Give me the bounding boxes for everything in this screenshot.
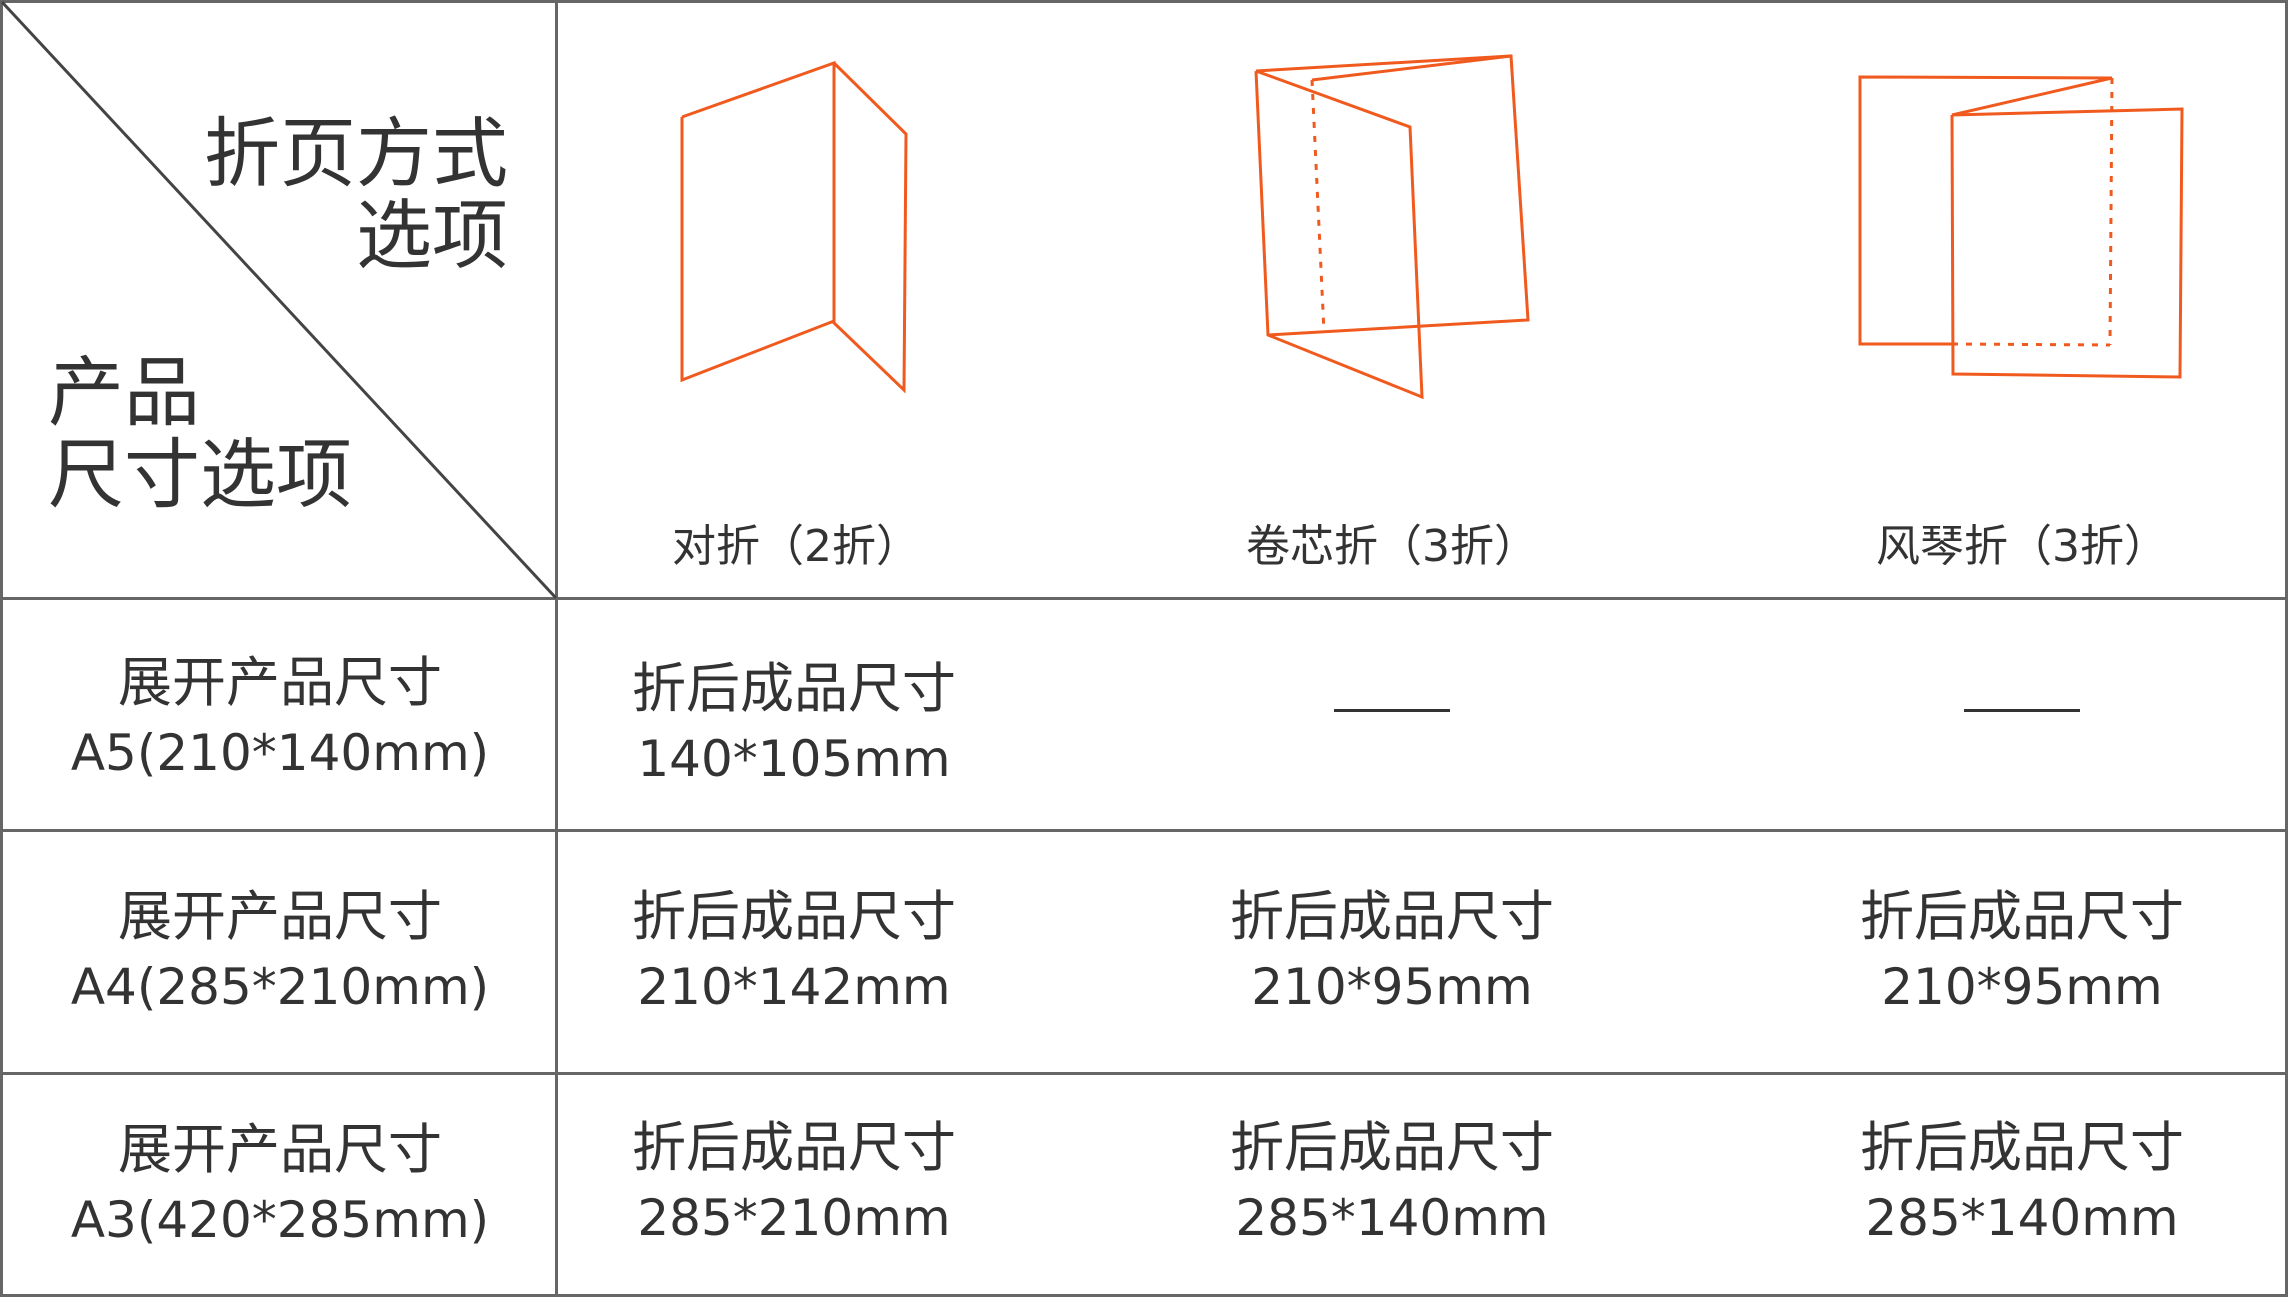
fold-method-title: 折页方式 选项	[204, 113, 508, 277]
row-divider-2	[0, 829, 2288, 832]
row-a4-size: 展开产品尺寸 A4(285*210mm)	[70, 885, 490, 1016]
fold-option-label-roll: 卷芯折（3折）	[1246, 521, 1538, 572]
column-divider	[555, 0, 558, 1297]
row-a3-accordion-fold: 折后成品尺寸 285*140mm	[1860, 1116, 2184, 1247]
row-a4-roll-fold: 折后成品尺寸 210*95mm	[1230, 885, 1554, 1016]
row-a3-bi-fold: 折后成品尺寸 285*210mm	[632, 1116, 956, 1247]
table-border-top	[0, 0, 2288, 3]
table-border-bottom	[0, 1294, 2288, 1297]
fold-option-label-bi: 对折（2折）	[672, 521, 920, 572]
fold-method-title-line2: 选项	[356, 191, 508, 280]
row-a5-bi-fold: 折后成品尺寸 140*105mm	[632, 657, 956, 788]
roll-fold-icon	[1254, 54, 1530, 400]
size-option-title-line2: 尺寸选项	[48, 430, 352, 519]
table-border-right	[2285, 0, 2288, 1297]
header-diagonal	[0, 0, 558, 600]
row-a5-size: 展开产品尺寸 A5(210*140mm)	[70, 651, 490, 782]
row-a3-roll-fold: 折后成品尺寸 285*140mm	[1230, 1116, 1554, 1247]
size-option-title: 产品 尺寸选项	[48, 352, 352, 516]
row-a3-size: 展开产品尺寸 A3(420*285mm)	[70, 1118, 490, 1249]
row-divider-3	[0, 1072, 2288, 1075]
table-border-left	[0, 0, 3, 1297]
bi-fold-icon	[680, 60, 908, 394]
size-option-title-line1: 产品	[48, 348, 200, 437]
row-divider-1	[0, 597, 2288, 600]
accordion-fold-icon	[1858, 75, 2184, 379]
row-a4-bi-fold: 折后成品尺寸 210*142mm	[632, 885, 956, 1016]
row-a4-accordion-fold: 折后成品尺寸 210*95mm	[1860, 885, 2184, 1016]
fold-method-title-line1: 折页方式	[204, 109, 508, 198]
row-a5-roll-fold-unavailable	[1334, 709, 1450, 712]
row-a5-accordion-fold-unavailable	[1964, 709, 2080, 712]
fold-option-label-accordion: 风琴折（3折）	[1876, 521, 2168, 572]
